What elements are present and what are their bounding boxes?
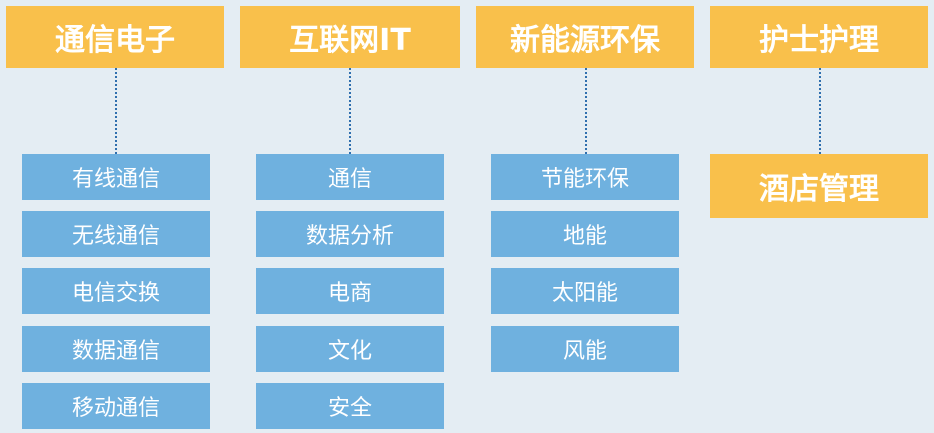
connector-line (585, 68, 587, 154)
category-header-nursing: 护士护理 (710, 6, 928, 68)
list-item: 太阳能 (491, 268, 679, 314)
list-item: 风能 (491, 326, 679, 372)
category-header-telecom-electronics: 通信电子 (6, 6, 224, 68)
list-item: 节能环保 (491, 154, 679, 200)
list-item: 文化 (256, 326, 444, 372)
list-item: 电商 (256, 268, 444, 314)
list-item: 有线通信 (22, 154, 210, 200)
list-item: 无线通信 (22, 211, 210, 257)
list-item: 电信交换 (22, 268, 210, 314)
connector-line (819, 68, 821, 154)
category-header-internet-it: 互联网IT (240, 6, 460, 68)
list-item: 地能 (491, 211, 679, 257)
connector-line (115, 68, 117, 154)
list-item: 安全 (256, 383, 444, 429)
list-item: 数据通信 (22, 326, 210, 372)
category-header-new-energy: 新能源环保 (476, 6, 694, 68)
list-item: 数据分析 (256, 211, 444, 257)
list-item: 移动通信 (22, 383, 210, 429)
list-item: 通信 (256, 154, 444, 200)
category-box-hotel-management: 酒店管理 (710, 154, 928, 218)
connector-line (349, 68, 351, 154)
